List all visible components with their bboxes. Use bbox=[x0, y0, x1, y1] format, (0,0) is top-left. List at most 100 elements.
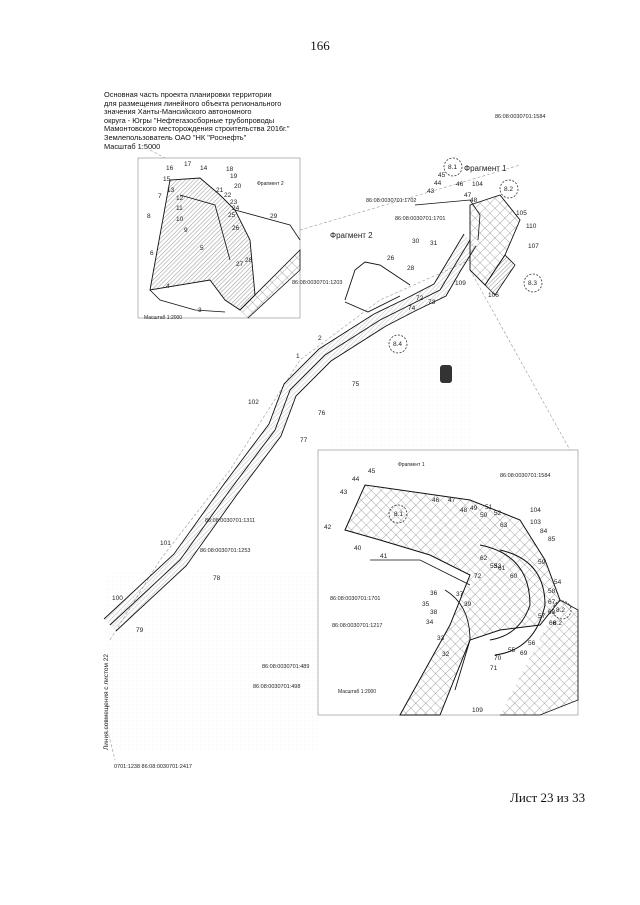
circle-label: 8.2 bbox=[556, 607, 565, 614]
point-label: 46 bbox=[432, 497, 440, 504]
inset2-title: Фрагмент 2 bbox=[257, 181, 284, 187]
point-label: 7 bbox=[158, 193, 162, 200]
cadastral-label: 86:08:0030701:1311 bbox=[205, 518, 255, 524]
point-label: 51 bbox=[485, 504, 493, 511]
point-label: 45 bbox=[368, 468, 376, 475]
zone-circles bbox=[388, 157, 572, 620]
inset1-point-labels: 44 45 43 42 40 41 46 47 48 49 50 51 52 5… bbox=[324, 468, 562, 714]
point-label: 27 bbox=[236, 261, 244, 268]
point-label: 33 bbox=[437, 635, 445, 642]
point-label: 75 bbox=[352, 381, 360, 388]
point-label: 37 bbox=[456, 591, 464, 598]
point-label: 9 bbox=[184, 227, 188, 234]
point-label: 20 bbox=[234, 183, 242, 190]
circle-label: 8.1 bbox=[394, 511, 403, 518]
point-label: 85 bbox=[548, 536, 556, 543]
point-label: 35 bbox=[422, 601, 430, 608]
point-label: 109 bbox=[472, 707, 483, 714]
title-line: для размещения линейного объекта региона… bbox=[104, 98, 282, 108]
point-label: 74 bbox=[408, 305, 416, 312]
title-line: Мамонтовского месторождения строительств… bbox=[104, 124, 290, 134]
title-line: округа - Югры "Нефтегазосборные трубопро… bbox=[104, 115, 275, 125]
point-label: 103 bbox=[530, 519, 541, 526]
point-label: 58 bbox=[548, 588, 556, 595]
fragment-1-label: Фрагмент 1 bbox=[464, 164, 507, 173]
point-label: 72 bbox=[474, 573, 482, 580]
inset2-scale: Масштаб 1:2000 bbox=[144, 315, 182, 321]
point-label: 68 bbox=[548, 609, 556, 616]
point-label: 53 bbox=[494, 563, 502, 570]
point-label: 56 bbox=[528, 640, 536, 647]
point-label: 28 bbox=[407, 265, 415, 272]
point-label: 49 bbox=[470, 505, 478, 512]
point-label: 43 bbox=[427, 188, 435, 195]
page-number: 166 bbox=[310, 38, 330, 53]
cadastral-label: 86:08:0030701:1702 bbox=[366, 198, 416, 204]
point-label: 54 bbox=[554, 579, 562, 586]
inset2-point-labels: 16 17 14 15 18 19 20 13 12 11 10 9 8 7 6… bbox=[147, 161, 278, 314]
point-label: 104 bbox=[472, 181, 483, 188]
point-label: 42 bbox=[324, 524, 332, 531]
point-label: 55 bbox=[508, 647, 516, 654]
point-label: 12 bbox=[176, 195, 184, 202]
point-label: 100 bbox=[112, 595, 123, 602]
inset-fragment-1 bbox=[344, 484, 579, 716]
circle-label: 8.4 bbox=[393, 341, 402, 348]
point-label: 59 bbox=[538, 559, 546, 566]
point-label: 43 bbox=[340, 489, 348, 496]
cadastral-label: 86:08:0030701:489 bbox=[262, 664, 309, 670]
point-label: 21 bbox=[216, 187, 224, 194]
circle-label: 8.1 bbox=[448, 164, 457, 171]
point-label: 40 bbox=[354, 545, 362, 552]
inset-scale: Масштаб 1:2000 bbox=[338, 689, 376, 695]
point-label: 61 bbox=[498, 565, 506, 572]
circle-label: 8.2 bbox=[504, 186, 513, 193]
point-label: 44 bbox=[434, 180, 442, 187]
point-label: 36 bbox=[430, 590, 438, 597]
point-label: 8.2 bbox=[553, 620, 562, 627]
point-label: 45 bbox=[438, 172, 446, 179]
connector bbox=[414, 199, 481, 241]
point-label: 31 bbox=[430, 240, 438, 247]
point-label: 19 bbox=[230, 173, 238, 180]
point-label: 10 bbox=[176, 216, 184, 223]
marker-dark bbox=[440, 365, 452, 383]
point-label: 14 bbox=[200, 165, 208, 172]
cadastral-label: 0701:1238 86:08:0030701:2417 bbox=[114, 764, 192, 770]
point-label: 22 bbox=[224, 192, 232, 199]
point-label: 62 bbox=[480, 555, 488, 562]
point-label: 76 bbox=[318, 410, 326, 417]
main-point-labels: 1 2 75 76 77 78 79 100 101 102 106 109 1… bbox=[112, 172, 539, 634]
point-label: 101 bbox=[160, 540, 171, 547]
sheet-number: Лист 23 из 33 bbox=[510, 790, 586, 805]
point-label: 107 bbox=[528, 243, 539, 250]
point-label: 6 bbox=[150, 250, 154, 257]
point-label: 71 bbox=[490, 665, 498, 672]
point-label: 47 bbox=[464, 192, 472, 199]
point-label: 48 bbox=[460, 507, 468, 514]
point-label: 69 bbox=[520, 650, 528, 657]
cadastral-label: 86:08:0030701:1217 bbox=[332, 623, 382, 629]
point-label: 52 bbox=[494, 510, 502, 517]
point-label: 48 bbox=[470, 197, 478, 204]
point-label: 16 bbox=[166, 165, 174, 172]
point-label: 26 bbox=[232, 225, 240, 232]
cadastral-label: 86:08:0030701:1584 bbox=[500, 473, 550, 479]
point-label: 17 bbox=[184, 161, 192, 168]
point-label: 34 bbox=[426, 619, 434, 626]
point-label: 66 bbox=[549, 620, 557, 627]
title-line: значения Ханты-Мансийского автономного bbox=[104, 107, 252, 117]
point-label: 13 bbox=[167, 187, 175, 194]
point-label: 110 bbox=[526, 223, 537, 230]
point-label: 15 bbox=[163, 176, 171, 183]
point-label: 41 bbox=[380, 553, 388, 560]
cadastral-label: 86:08:0030701:1701 bbox=[395, 216, 445, 222]
title-line: Основная часть проекта планировки террит… bbox=[104, 90, 272, 99]
point-label: 102 bbox=[248, 399, 259, 406]
point-label: 53 bbox=[490, 563, 498, 570]
map-title-block: Основная часть проекта планировки террит… bbox=[104, 90, 334, 151]
title-line: Масштаб 1:5000 bbox=[104, 141, 161, 151]
point-label: 38 bbox=[430, 609, 438, 616]
circle-label: 8.3 bbox=[528, 280, 537, 287]
